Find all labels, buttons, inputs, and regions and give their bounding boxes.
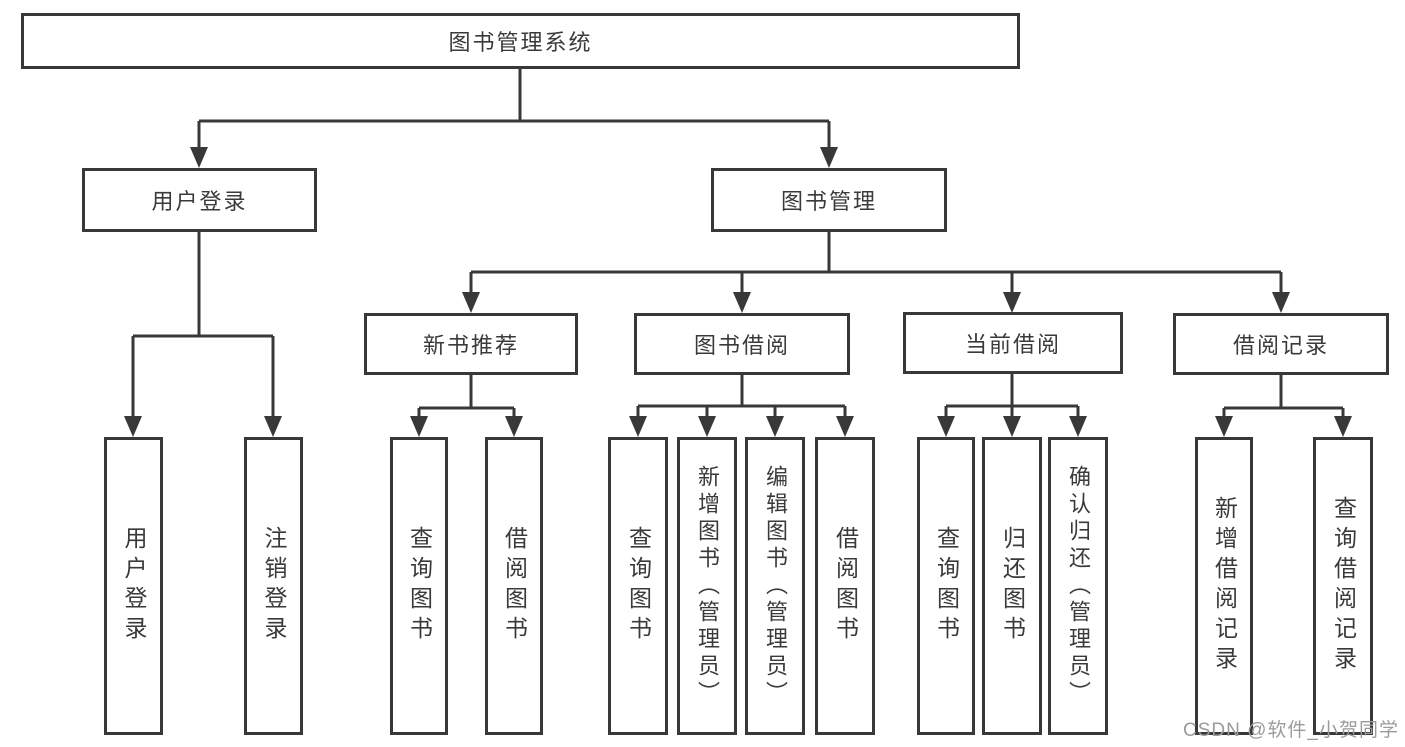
node-new-book-recommend: 新书推荐 xyxy=(364,313,578,375)
leaf-query-book-current: 查询图书 xyxy=(917,437,975,735)
leaf-label: 查询借阅记录 xyxy=(1330,496,1357,676)
leaf-label: 用户登录 xyxy=(121,526,147,646)
leaf-label: 查询图书 xyxy=(933,526,960,646)
leaf-borrow-book-recommend: 借阅图书 xyxy=(485,437,543,735)
leaf-label: 新增借阅记录 xyxy=(1211,496,1238,676)
leaf-add-book-admin: 新增图书（管理员） xyxy=(677,437,737,735)
leaf-query-book-borrow: 查询图书 xyxy=(608,437,668,735)
leaf-label: 注销登录 xyxy=(261,526,287,646)
leaf-label: 查询图书 xyxy=(406,526,433,646)
leaf-label: 借阅图书 xyxy=(501,526,528,646)
node-root-library-system: 图书管理系统 xyxy=(21,13,1020,69)
leaf-confirm-return-admin: 确认归还（管理员） xyxy=(1048,437,1108,735)
leaf-return-book: 归还图书 xyxy=(982,437,1042,735)
node-borrow-record: 借阅记录 xyxy=(1173,313,1389,375)
leaf-label: 借阅图书 xyxy=(832,526,859,646)
leaf-user-login: 用户登录 xyxy=(104,437,163,735)
leaf-logout: 注销登录 xyxy=(244,437,303,735)
leaf-borrow-book: 借阅图书 xyxy=(815,437,875,735)
leaf-label: 编辑图书（管理员） xyxy=(763,464,788,708)
leaf-label: 确认归还（管理员） xyxy=(1066,464,1091,708)
leaf-query-borrow-record: 查询借阅记录 xyxy=(1313,437,1373,735)
leaf-add-borrow-record: 新增借阅记录 xyxy=(1195,437,1253,735)
node-book-management: 图书管理 xyxy=(711,168,947,232)
leaf-label: 归还图书 xyxy=(999,526,1026,646)
leaf-edit-book-admin: 编辑图书（管理员） xyxy=(745,437,805,735)
leaf-label: 查询图书 xyxy=(625,526,652,646)
leaf-label: 新增图书（管理员） xyxy=(695,464,720,708)
node-book-borrow: 图书借阅 xyxy=(634,313,850,375)
node-current-borrow: 当前借阅 xyxy=(903,312,1123,374)
watermark: CSDN @软件_小贺同学 xyxy=(1183,720,1399,741)
leaf-query-book-recommend: 查询图书 xyxy=(390,437,448,735)
node-user-login: 用户登录 xyxy=(82,168,317,232)
